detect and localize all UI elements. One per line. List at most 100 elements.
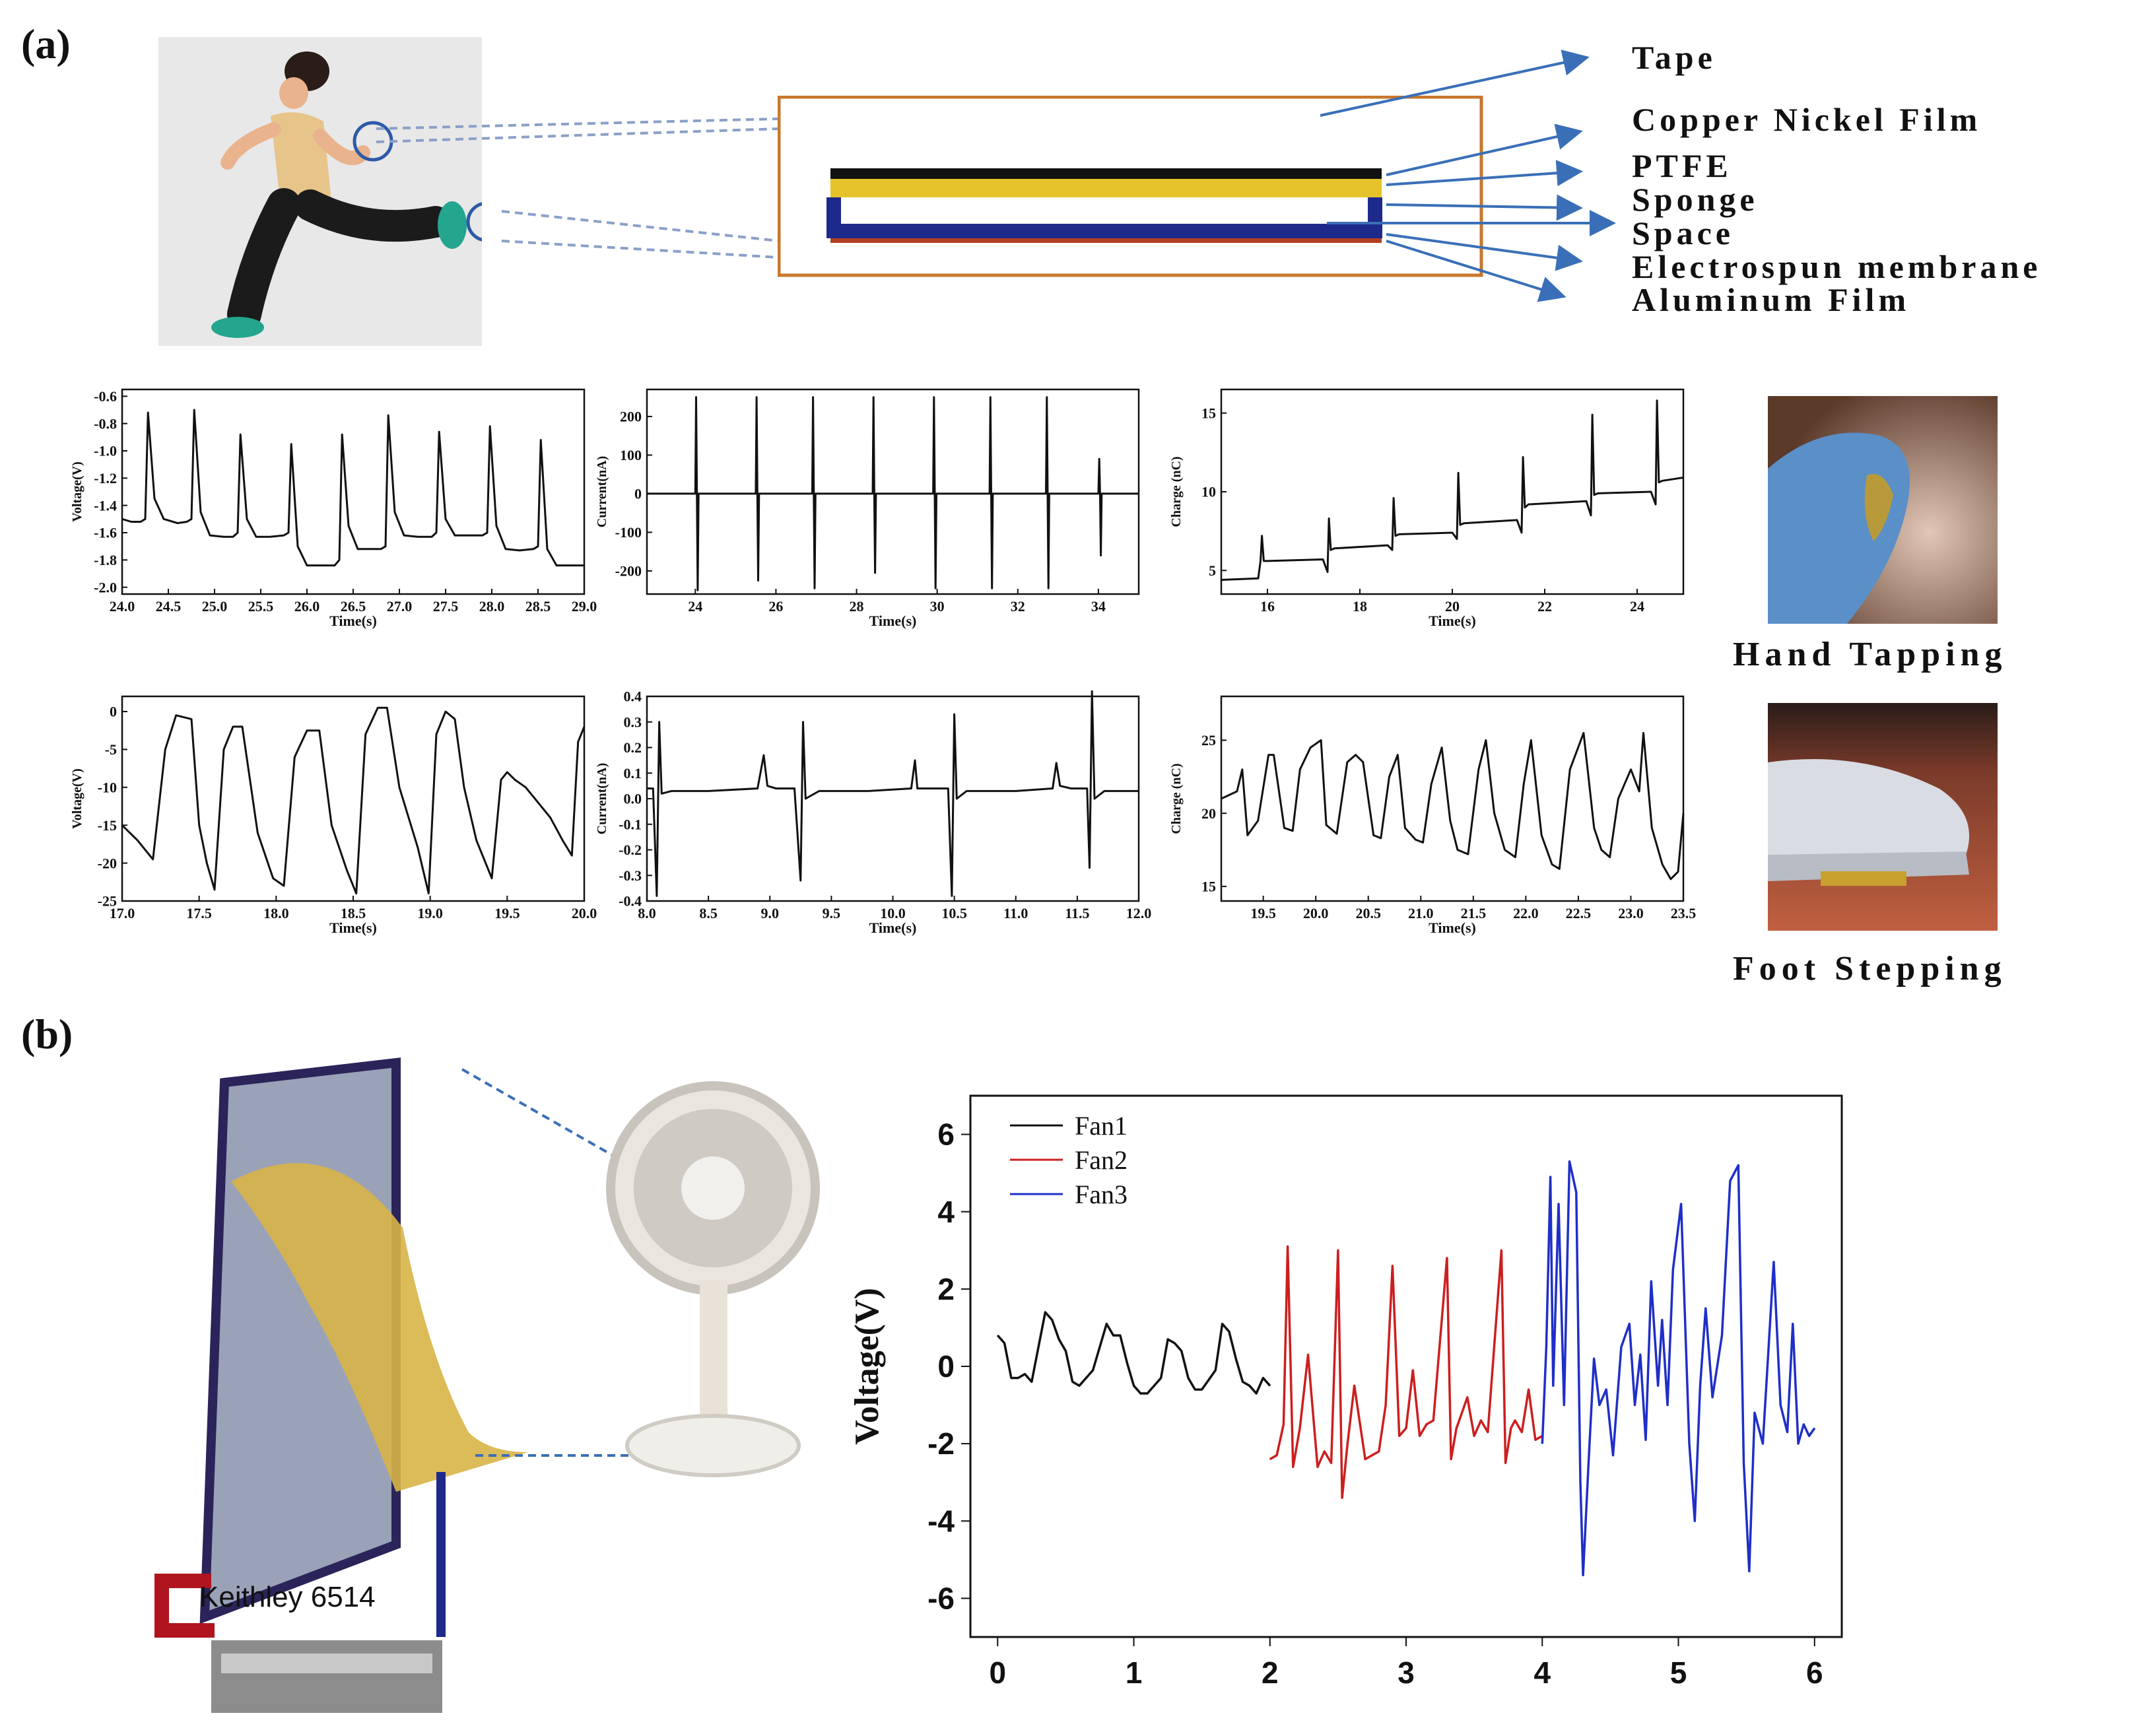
data-point	[1320, 739, 1322, 741]
data-point	[306, 565, 308, 566]
x-tick-label: 24	[688, 598, 702, 615]
x-axis-label: Time(s)	[329, 919, 377, 936]
data-point	[646, 493, 648, 494]
data-point	[793, 787, 795, 789]
x-tick-label: 17.0	[110, 905, 135, 921]
y-tick-label: -5	[105, 741, 117, 758]
data-point	[646, 787, 648, 789]
y-tick-label: 10	[1201, 484, 1216, 500]
data-point	[989, 493, 990, 494]
data-point	[652, 787, 654, 789]
data-point	[1467, 853, 1469, 855]
data-point	[331, 824, 332, 826]
x-tick-label: 23.0	[1618, 905, 1644, 921]
series-line	[647, 690, 1139, 897]
data-point	[209, 535, 211, 536]
y-tick-label: 15	[1201, 879, 1216, 895]
x-tick-label: 22.0	[1513, 905, 1539, 921]
x-tick-label: 25.5	[248, 598, 274, 615]
data-point	[1650, 491, 1652, 492]
y-tick-label: 20	[1201, 805, 1216, 822]
data-point	[550, 817, 551, 818]
y-tick-label: -20	[98, 855, 117, 871]
y-tick-label: 2	[937, 1272, 955, 1306]
data-point	[697, 589, 698, 591]
data-point	[1201, 1389, 1203, 1390]
foot-stepping-caption: Foot Stepping	[1733, 950, 2007, 987]
x-tick-label: 5	[1670, 1655, 1687, 1690]
data-point	[805, 798, 806, 799]
data-point	[1221, 1323, 1223, 1325]
x-tick-label: 30	[930, 598, 945, 615]
data-point	[1267, 754, 1269, 756]
layer-arrows	[1320, 50, 1616, 302]
y-axis-label: Current(nA)	[595, 763, 609, 835]
y-tick-label: -100	[615, 524, 642, 541]
data-point	[992, 493, 994, 494]
data-point	[385, 546, 386, 547]
y-tick-label: 4	[937, 1195, 955, 1229]
y-tick-label: 100	[620, 447, 642, 463]
y-tick-label: -25	[98, 893, 117, 910]
y-tick-label: -15	[98, 817, 117, 834]
data-point	[319, 730, 320, 731]
data-point	[814, 587, 815, 589]
data-point	[1333, 548, 1335, 549]
x-tick-label: 6	[1806, 1655, 1823, 1690]
y-axis-label: Voltage(V)	[848, 1288, 886, 1445]
x-tick-label: 19.5	[494, 905, 520, 921]
layer-label-copper-nickel: Copper Nickel Film	[1632, 101, 1982, 138]
data-point	[1101, 493, 1102, 494]
data-point	[1516, 519, 1518, 521]
y-tick-label: -1.6	[94, 525, 117, 541]
data-point	[562, 840, 563, 841]
x-tick-label: 27.0	[387, 598, 413, 615]
data-point	[403, 535, 405, 536]
y-tick-label: 0.1	[624, 765, 642, 782]
y-tick-label: 0	[110, 704, 117, 720]
x-tick-label: 0	[989, 1655, 1006, 1690]
hand-tapping-photo	[1768, 396, 1998, 624]
data-point	[757, 787, 758, 789]
data-point	[445, 711, 446, 712]
data-point	[240, 434, 241, 435]
x-tick-label: 21.5	[1461, 905, 1487, 921]
data-point	[1524, 507, 1526, 508]
x-tick-label: 28.5	[525, 598, 551, 615]
x-tick-label: 17.5	[186, 905, 212, 921]
data-point	[387, 415, 389, 416]
data-point	[1528, 1389, 1530, 1390]
data-point	[1677, 871, 1679, 873]
series-line	[647, 396, 1139, 591]
data-point	[428, 892, 429, 894]
connector-lines	[376, 117, 780, 259]
data-point	[1273, 754, 1275, 756]
data-point	[935, 587, 936, 589]
data-point	[1138, 493, 1139, 494]
y-tick-label: -10	[98, 779, 117, 795]
x-tick-label: 20.0	[1303, 905, 1329, 921]
data-point	[1091, 690, 1093, 692]
y-tick-label: -1.0	[94, 443, 117, 459]
data-point	[1263, 560, 1264, 562]
series-line	[1221, 731, 1685, 881]
foot-stepping-photo	[1768, 703, 1998, 931]
series-line-fan2	[1269, 1245, 1543, 1499]
x-tick-label: 18	[1353, 598, 1367, 615]
data-point	[1494, 813, 1495, 814]
x-tick-label: 28	[850, 598, 864, 615]
data-point	[283, 885, 285, 886]
data-point	[1521, 532, 1522, 533]
data-point	[454, 535, 455, 536]
data-point	[294, 756, 295, 758]
y-tick-label: -2.0	[94, 579, 117, 595]
data-point	[1094, 798, 1095, 799]
data-point	[348, 525, 349, 527]
data-point	[1530, 739, 1532, 741]
data-point	[758, 493, 760, 494]
data-point	[334, 565, 335, 566]
data-point	[1792, 1323, 1794, 1325]
data-point	[121, 824, 123, 826]
